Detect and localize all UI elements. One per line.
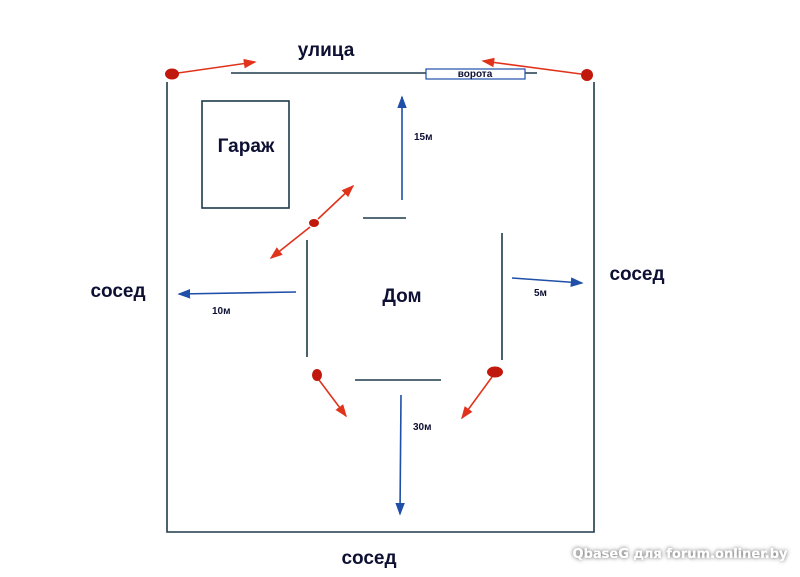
distance-left-label: 10м: [212, 306, 231, 317]
garage-label: Гараж: [218, 136, 275, 157]
camera-house-front: [269, 184, 355, 259]
gate-label: ворота: [458, 69, 493, 80]
garage: Гараж: [201, 100, 290, 209]
distance-back-label: 30м: [413, 422, 432, 433]
camera-street-right: [481, 57, 593, 81]
camera-house-back-right: [461, 366, 503, 420]
neighbor-left-label: сосед: [90, 281, 145, 302]
distance-front-label: 15м: [414, 132, 433, 143]
neighbor-bottom-label: сосед: [341, 548, 396, 569]
street-label: улица: [298, 40, 355, 61]
distance-back: 30м: [395, 394, 432, 516]
camera-street-left: [165, 58, 257, 80]
house-label: Дом: [382, 286, 421, 307]
house: Дом: [306, 217, 503, 381]
distance-right: 5м: [511, 277, 584, 299]
distance-right-label: 5м: [534, 288, 547, 299]
watermark: QbaseG для forum.onliner.by: [573, 547, 788, 562]
distance-left: 10м: [177, 289, 297, 317]
gate: ворота: [425, 68, 526, 80]
distance-front: 15м: [397, 95, 433, 200]
camera-house-back-left: [312, 369, 347, 418]
neighbor-right-label: сосед: [609, 264, 664, 285]
